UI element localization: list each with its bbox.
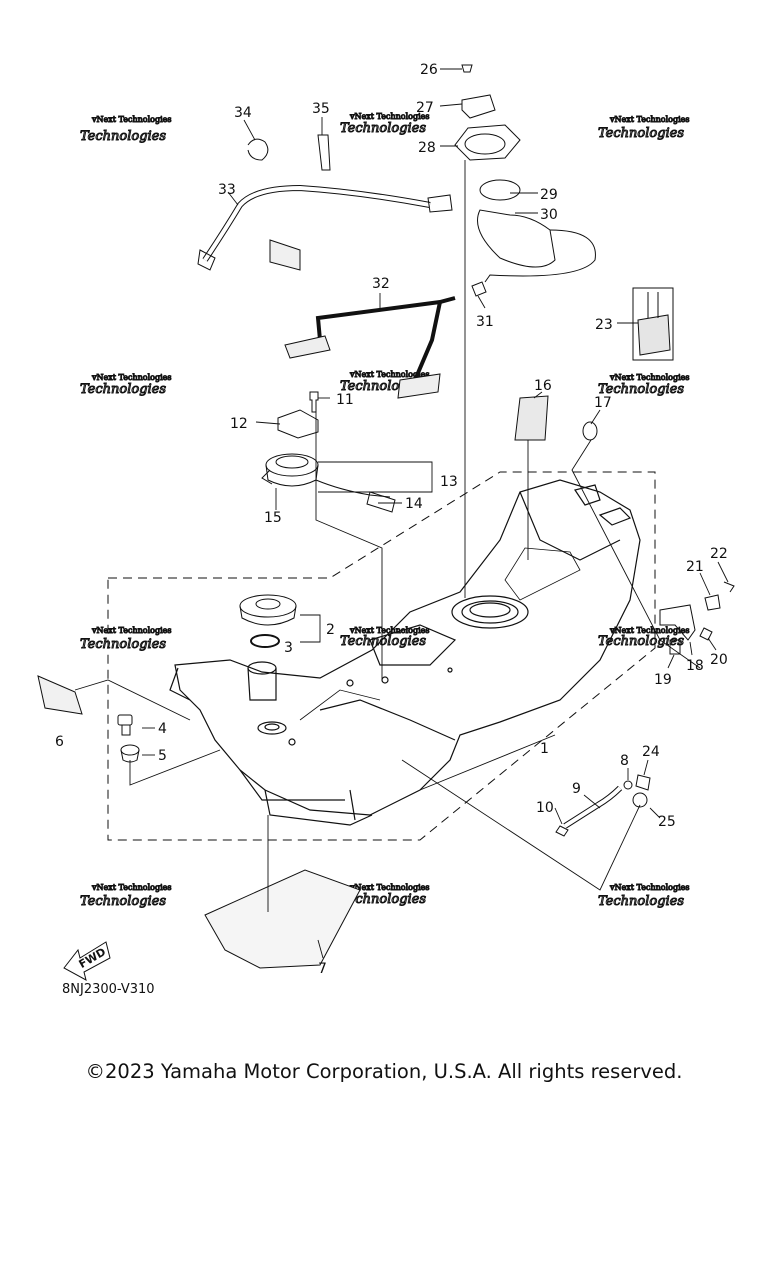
callout-28: 28 [418,140,436,156]
fwd-arrow [63,941,111,981]
fuel-tank [169,479,641,826]
callout-32: 32 [372,276,390,292]
callout-33: 33 [218,182,236,198]
clamp-10 [555,825,569,837]
module-23 [637,314,671,356]
diagram-code: 8NJ2300-V310 [62,982,155,997]
callout-30: 30 [540,207,558,223]
label-16 [514,395,549,441]
callout-18: 18 [686,658,704,674]
callout-20: 20 [710,652,728,668]
watermark: vNext Technologies [349,883,429,892]
watermark: vNext Technologies [609,115,689,124]
callout-11: 11 [336,392,354,408]
callout-15: 15 [264,510,282,526]
watermark: Technologies [80,129,166,144]
bolt-26 [461,64,473,73]
watermark: Technologies [598,126,684,141]
gasket-12 [277,409,319,439]
callout-8: 8 [620,753,629,769]
bolt-4 [117,714,133,736]
callout-21: 21 [686,559,704,575]
pump-29 [479,179,521,201]
watermark: Technologies [80,894,166,909]
callout-5: 5 [158,748,167,764]
leader-lines [74,68,729,959]
callout-7: 7 [318,961,327,977]
watermark: vNext Technologies [349,626,429,635]
callout-31: 31 [476,314,494,330]
cover-27 [461,94,496,119]
fuel-cap [239,594,297,626]
callout-16: 16 [534,378,552,394]
parts-diagram: Technologies vNext Technologies Technolo… [37,62,735,997]
fitting-31 [471,281,487,297]
bolt-22 [723,581,735,593]
frame-23 [632,287,674,361]
grommet-25 [632,792,648,808]
bolt-20 [699,627,713,641]
fuel-sender [261,453,391,498]
callout-10: 10 [536,800,554,816]
callout-22: 22 [710,546,728,562]
callout-4: 4 [158,721,167,737]
fitting-24 [635,774,651,791]
callout-3: 3 [284,640,293,656]
callout-27: 27 [416,100,434,116]
watermark: vNext Technologies [91,626,171,635]
watermark: vNext Technologies [349,370,429,379]
bracket-18 [659,604,696,641]
watermark: vNext Technologies [349,112,429,121]
watermark: Technologies [340,892,426,907]
watermark: Technologies [598,382,684,397]
watermark: vNext Technologies [609,883,689,892]
callout-6: 6 [55,734,64,750]
bolt-11 [309,391,319,413]
watermark: Technologies [340,121,426,136]
cap-gasket [250,634,280,648]
watermark: vNext Technologies [609,626,689,635]
bracket-21 [704,594,721,611]
callout-23: 23 [595,317,613,333]
grommet-5 [120,744,140,763]
callout-12: 12 [230,416,248,432]
watermark: vNext Technologies [609,373,689,382]
hose-32 [315,296,456,341]
callout-9: 9 [572,781,581,797]
watermark: vNext Technologies [91,115,171,124]
callout-1: 1 [540,741,549,757]
assembly-boundary [107,471,656,841]
watermark: Technologies [598,634,684,649]
copyright-notice: ©2023 Yamaha Motor Corporation, U.S.A. A… [85,1060,683,1083]
clamp-8 [623,780,633,790]
plate-28 [454,124,521,161]
watermark: Technologies [340,634,426,649]
watermark: vNext Technologies [91,883,171,892]
callout-2: 2 [326,622,335,638]
callout-34: 34 [234,105,252,121]
callout-29: 29 [540,187,558,203]
callout-17: 17 [594,395,612,411]
callout-14: 14 [405,496,423,512]
callout-35: 35 [312,101,330,117]
strainer-30 [477,209,556,268]
sheet-6 [37,675,83,715]
watermark: Technologies [80,382,166,397]
cap-17 [582,421,598,441]
watermark-group: Technologies vNext Technologies Technolo… [80,112,690,910]
sheet-7 [204,869,361,969]
callouts: 1 2 3 4 5 6 7 8 9 10 11 12 13 14 15 16 1… [55,62,728,977]
clip-34 [247,138,269,161]
watermark: Technologies [598,894,684,909]
watermark: Technologies [80,637,166,652]
band-35 [317,134,331,171]
connector-14 [366,491,396,513]
callout-13: 13 [440,474,458,490]
callout-19: 19 [654,672,672,688]
callout-25: 25 [658,814,676,830]
callout-26: 26 [420,62,438,78]
callout-24: 24 [642,744,660,760]
watermark: vNext Technologies [91,373,171,382]
